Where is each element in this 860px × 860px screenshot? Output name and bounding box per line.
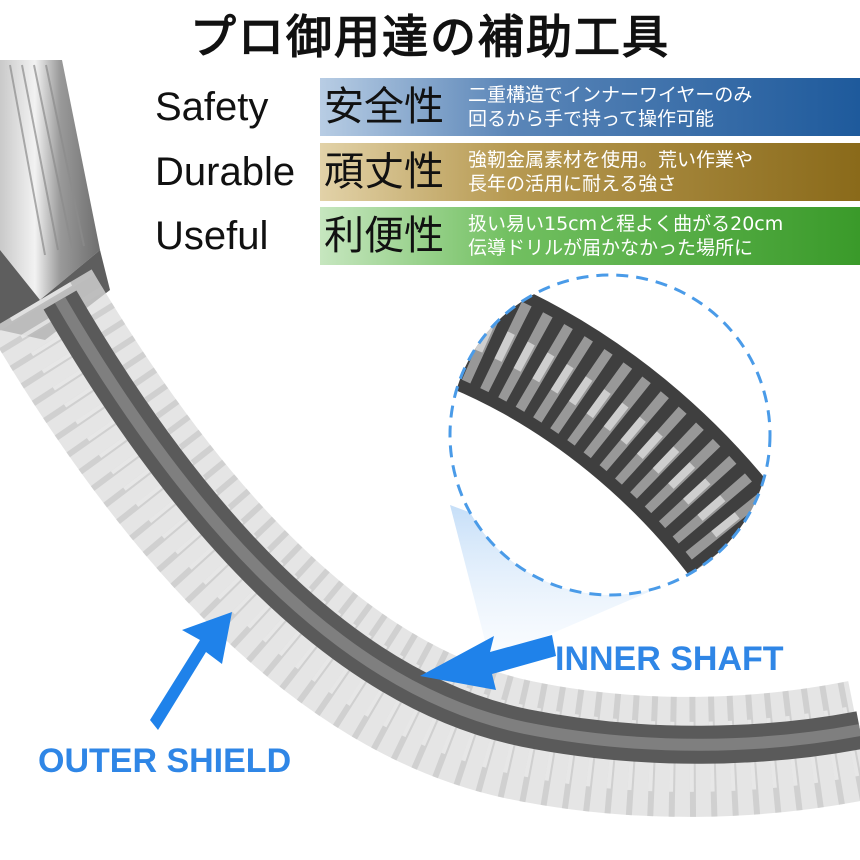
feature-row-safety: Safety 安全性 二重構造でインナーワイヤーのみ 回るから手で持って操作可能	[0, 78, 860, 136]
page-title: プロ御用達の補助工具	[190, 10, 670, 64]
arrow-up-right-icon	[150, 612, 232, 730]
feature-row-durable: Durable 頑丈性 強靭金属素材を使用。荒い作業や 長年の活用に耐える強さ	[0, 143, 860, 201]
feature-description-line: 回るから手で持って操作可能	[468, 108, 715, 130]
feature-row-useful: Useful 利便性 扱い易い15cmと程よく曲がる20cm 伝導ドリルが届かな…	[0, 207, 860, 265]
outer-shield-label: OUTER SHIELD	[38, 742, 292, 780]
magnifier-lens	[448, 273, 772, 597]
feature-label: Safety	[155, 85, 269, 129]
feature-description-line: 長年の活用に耐える強さ	[468, 173, 677, 195]
feature-description: 扱い易い15cmと程よく曲がる20cm 伝導ドリルが届かなかった場所に	[468, 212, 856, 260]
feature-description-line: 強靭金属素材を使用。荒い作業や	[468, 149, 754, 171]
inner-shaft-label: INNER SHAFT	[555, 640, 784, 678]
feature-badge: 安全性 二重構造でインナーワイヤーのみ 回るから手で持って操作可能	[320, 78, 860, 136]
feature-description-line: 扱い易い15cmと程よく曲がる20cm	[468, 213, 784, 235]
arrow-left-icon	[420, 635, 556, 690]
feature-label: Useful	[155, 214, 269, 258]
feature-description-line: 伝導ドリルが届かなかった場所に	[468, 237, 754, 259]
feature-description: 強靭金属素材を使用。荒い作業や 長年の活用に耐える強さ	[468, 148, 856, 196]
feature-description: 二重構造でインナーワイヤーのみ 回るから手で持って操作可能	[468, 83, 856, 131]
feature-badge: 頑丈性 強靭金属素材を使用。荒い作業や 長年の活用に耐える強さ	[320, 143, 860, 201]
feature-description-line: 二重構造でインナーワイヤーのみ	[468, 84, 753, 106]
feature-name: 頑丈性	[324, 149, 444, 195]
feature-name: 安全性	[324, 84, 444, 130]
feature-label: Durable	[155, 150, 296, 194]
feature-badge: 利便性 扱い易い15cmと程よく曲がる20cm 伝導ドリルが届かなかった場所に	[320, 207, 860, 265]
feature-name: 利便性	[324, 213, 444, 259]
